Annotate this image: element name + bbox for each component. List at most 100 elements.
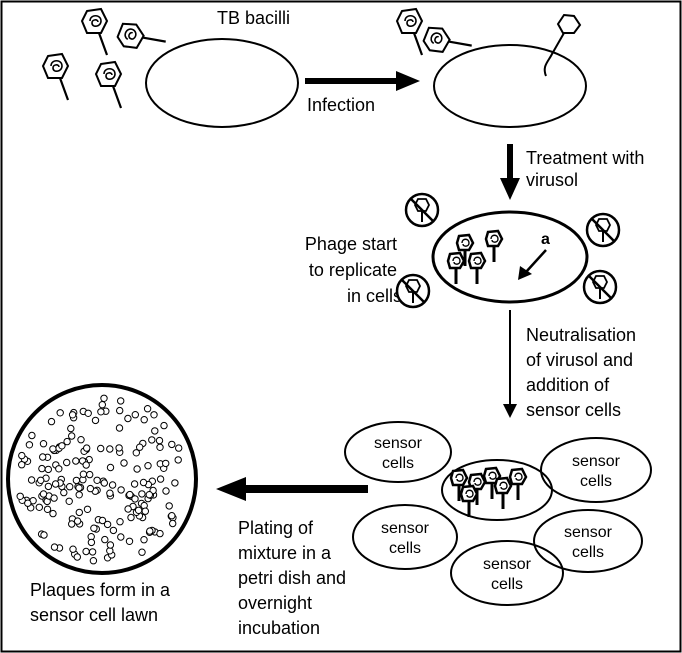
plaque (116, 518, 124, 526)
phage-icon (418, 21, 473, 69)
plaque (98, 516, 107, 525)
tb-bacilli-label: TB bacilli (217, 8, 290, 28)
plaque (90, 524, 98, 532)
plaque (82, 461, 90, 469)
plaque (106, 463, 115, 472)
plaque (60, 488, 68, 497)
plaque (139, 478, 148, 487)
plaque (162, 459, 170, 468)
plaque (143, 405, 152, 413)
plaque (47, 417, 56, 426)
tb-bacillus-cell (145, 38, 299, 128)
plaque (126, 490, 134, 499)
sensor-cell (352, 504, 458, 570)
plaque (101, 535, 109, 544)
phage-dna-injection (543, 32, 565, 77)
plaque (140, 416, 148, 424)
infection-label: Infection (307, 95, 375, 115)
infected-cell (433, 44, 587, 128)
phage-icon (446, 251, 466, 286)
plaque (106, 541, 115, 549)
phage-icon (41, 52, 70, 102)
plaque (68, 520, 76, 528)
plaque (156, 443, 164, 451)
sensor-cell (344, 421, 452, 483)
plaque (115, 424, 124, 432)
plaque (131, 495, 139, 503)
plaque (39, 453, 47, 461)
treatment-label: Treatment with virusol (526, 148, 649, 190)
plaque (58, 442, 66, 450)
plaque (115, 444, 123, 452)
arrow-head (503, 404, 517, 418)
plaque (75, 484, 83, 492)
plaque (131, 411, 140, 419)
plaque (124, 505, 132, 513)
plaque (136, 443, 144, 451)
plaque (67, 424, 75, 433)
plaque (62, 458, 71, 467)
plaque (25, 441, 34, 449)
plaque (151, 427, 159, 435)
plaque (27, 476, 36, 484)
plaque (156, 475, 165, 483)
plaque (83, 444, 91, 452)
plaque (140, 536, 148, 544)
plaque (69, 545, 77, 553)
plaque (49, 445, 57, 453)
plaque (106, 445, 114, 453)
plaque (146, 527, 154, 535)
plaque (117, 533, 125, 541)
plaque (50, 543, 59, 551)
plaque (72, 476, 81, 485)
plaque (37, 476, 45, 484)
plaque (174, 456, 182, 464)
plaque (56, 409, 64, 417)
plaque (75, 508, 84, 517)
plaque (28, 431, 36, 440)
plaque (162, 487, 170, 495)
plaque (44, 482, 53, 491)
plaque (39, 490, 48, 498)
plaque (86, 484, 95, 493)
plaque (43, 505, 52, 513)
plaque (83, 505, 92, 513)
plaque (73, 553, 82, 561)
plaque (51, 480, 60, 488)
plaque (117, 397, 125, 405)
neutralisation-label: Neutralisation of virusol and addition o… (526, 325, 641, 420)
plaque (165, 502, 173, 510)
plaque (40, 531, 48, 539)
plaque (89, 557, 98, 565)
plaque (168, 512, 176, 520)
plaque (97, 408, 105, 416)
plaque (79, 470, 88, 478)
phage-icon (467, 251, 487, 286)
arrow-head (500, 178, 520, 200)
plaque (171, 479, 179, 487)
plating-label: Plating of mixture in a petri dish and o… (238, 518, 351, 638)
neutralised-phage-icon (395, 273, 431, 309)
plaque (148, 436, 156, 444)
plaque (38, 464, 46, 473)
plaque (18, 451, 26, 460)
sensor-cell (533, 509, 643, 573)
plaque (63, 437, 71, 446)
plaque (103, 520, 112, 529)
plaque (24, 499, 32, 507)
phage-icon (484, 229, 504, 264)
phage-icon (80, 7, 109, 57)
neutralised-phage-icon (582, 269, 618, 305)
plaques-label: Plaques form in a sensor cell lawn (30, 580, 175, 625)
plaque (106, 489, 114, 497)
plaque (138, 490, 146, 498)
plaque (93, 476, 101, 484)
plaque (77, 436, 85, 444)
plaque (68, 432, 76, 440)
plaque (150, 411, 158, 419)
